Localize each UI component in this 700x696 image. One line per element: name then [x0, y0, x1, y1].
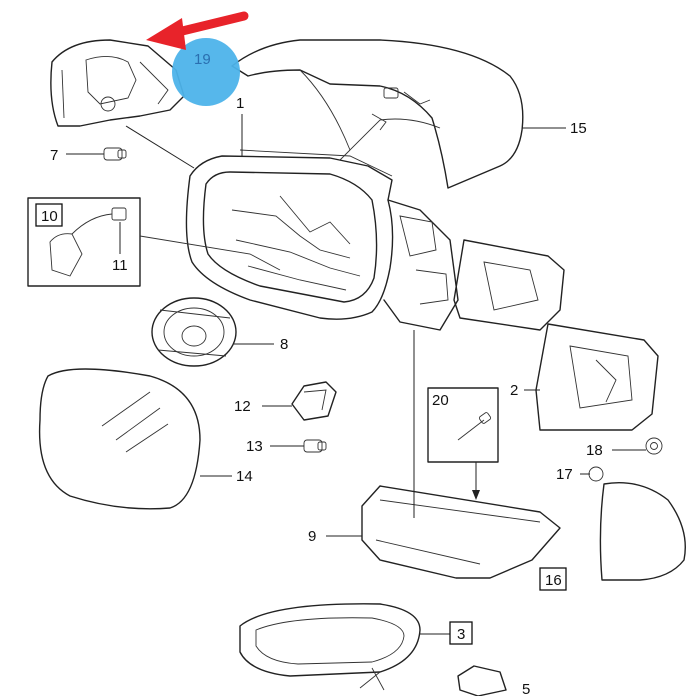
callout-10-box: 10	[35, 203, 63, 227]
part-12-puddle-light[interactable]	[291, 381, 337, 421]
callout-12: 12	[234, 398, 251, 415]
callout-5: 5	[522, 681, 530, 696]
part-1-mirror-housing[interactable]	[185, 149, 459, 331]
callout-10: 10	[41, 208, 58, 225]
callout-18: 18	[586, 442, 603, 459]
callout-7: 7	[50, 147, 58, 164]
callout-8: 8	[280, 336, 288, 353]
part-9-lower-cover[interactable]	[361, 485, 561, 579]
part-16-trim[interactable]	[599, 482, 686, 581]
callout-2: 2	[510, 382, 518, 399]
part-14-mirror-glass[interactable]	[38, 368, 201, 510]
leader-lines	[66, 114, 646, 635]
callout-16-box: 16	[539, 567, 567, 591]
callout-14: 14	[236, 468, 253, 485]
callout-16: 16	[545, 572, 562, 589]
part-2-adjuster-plate[interactable]	[453, 239, 659, 431]
callout-9: 9	[308, 528, 316, 545]
callout-20: 20	[432, 392, 449, 409]
part-20-screw-inset[interactable]	[427, 387, 499, 500]
part-13-bulb[interactable]	[303, 439, 327, 453]
part-15-mirror-cover[interactable]	[231, 39, 524, 189]
part-10-11-wiring-inset[interactable]	[27, 197, 281, 287]
callout-3: 3	[457, 626, 465, 643]
part-5-connector[interactable]	[457, 665, 507, 696]
part-17-nut[interactable]	[588, 466, 604, 482]
part-8-actuator[interactable]	[151, 297, 237, 367]
callout-15: 15	[570, 120, 587, 137]
blue-highlight-circle	[172, 38, 240, 106]
callout-13: 13	[246, 438, 263, 455]
callout-20-label: 20	[432, 392, 449, 409]
callout-17: 17	[556, 466, 573, 483]
part-19-inner-shell[interactable]	[50, 39, 185, 127]
red-arrow-icon	[146, 11, 249, 50]
callout-3-box: 3	[449, 621, 473, 645]
part-3-cable[interactable]	[239, 603, 421, 691]
callout-11: 11	[112, 257, 128, 274]
part-18-nut[interactable]	[645, 437, 663, 455]
callout-1: 1	[236, 95, 244, 112]
part-7-bulb[interactable]	[103, 147, 127, 161]
callout-19: 19	[194, 51, 211, 68]
